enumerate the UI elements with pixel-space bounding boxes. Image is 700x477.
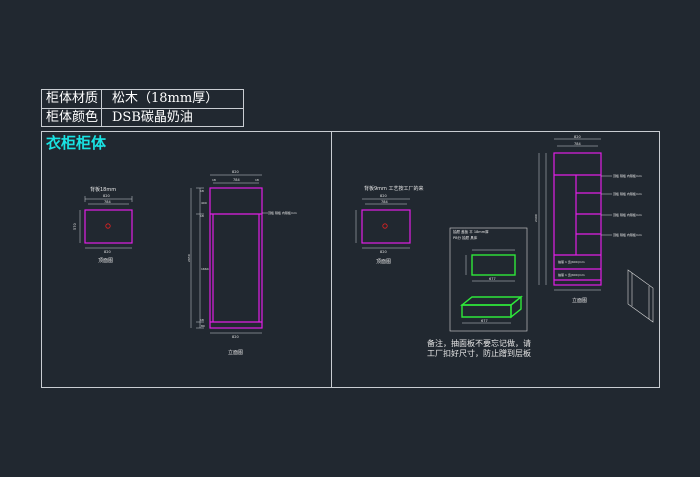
remark-line-2: 工厂扣好尺寸，防止蹭到层板 <box>427 348 531 358</box>
drawer-iso-front <box>461 304 512 318</box>
left-sec-bottom-b: 80 <box>201 324 205 328</box>
right-top-view: 背板9mm 工艺按工厂的来 820 784 820 顶面图 <box>355 185 424 265</box>
drawer-width-top: 677 <box>489 277 496 281</box>
left-side-thickness: 18 <box>212 178 216 182</box>
right-top-bottom-width: 820 <box>380 250 387 254</box>
left-front-view: 820 784 18 18 18 400 18 1664 18 80 2650 … <box>187 170 297 356</box>
right-elev-width: 820 <box>574 135 581 139</box>
center-mark-icon <box>382 223 388 229</box>
right-back-panel-note: 背板9mm 工艺按工厂的来 <box>364 185 424 192</box>
drawer-detail: 抽屉 盖板 平 18mm厚 PB分 抽屉 具体 677 677 <box>449 227 528 332</box>
spec-row-material: 柜体材质 松木（18mm厚） <box>42 90 243 109</box>
drawing-frame <box>41 131 660 388</box>
drawing-title: 衣柜柜体 <box>46 134 107 152</box>
left-shelf-note: 顶板 隔板 内隔板mm <box>268 210 297 215</box>
drawer-width-iso: 677 <box>481 319 488 323</box>
left-top-bottom-width: 820 <box>104 250 111 254</box>
drawer-detail-title: 抽屉 盖板 平 18mm厚 <box>453 229 489 234</box>
left-sec-bottom-a: 18 <box>200 318 204 322</box>
left-top-inner: 784 <box>104 200 111 204</box>
right-remark: 备注，抽面板不要忘记做，请 工厂扣好尺寸，防止蹭到层板 <box>427 338 531 358</box>
right-top-view-label: 顶面图 <box>376 259 391 265</box>
left-sec-top-a: 18 <box>200 189 204 193</box>
right-shelf-note-4: 顶板 隔板 内隔板mm <box>613 232 642 237</box>
left-elev-inner: 784 <box>233 178 240 182</box>
spec-table: 柜体材质 松木（18mm厚） 柜体颜色 DSB碳晶奶油 <box>41 89 244 127</box>
right-elev-inner: 784 <box>574 142 581 146</box>
drawer-detail-sub: PB分 抽屉 具体 <box>453 235 478 240</box>
spec-value: 松木（18mm厚） <box>112 91 219 106</box>
left-top-width: 820 <box>103 194 110 198</box>
right-shelf-note-3: 顶板 隔板 内隔板mm <box>613 212 642 217</box>
left-sec-top-c: 18 <box>200 214 204 218</box>
right-drawer-label-2: 抽屉 1 宽(600)mm <box>558 272 585 277</box>
center-mark-icon <box>105 223 111 229</box>
left-sec-top-b: 400 <box>201 201 207 205</box>
left-back-panel-note: 背板18mm <box>90 186 116 193</box>
left-top-view: 背板18mm 820 784 570 820 顶面图 <box>73 186 133 264</box>
right-front-view: 820 784 2400 顶板 隔板 内隔板mm 顶板 隔板 内隔板mm 顶板 … <box>534 135 654 323</box>
left-top-view-label: 顶面图 <box>98 258 113 264</box>
spec-row-color: 柜体颜色 DSB碳晶奶油 <box>42 109 243 127</box>
frame-divider <box>331 131 332 388</box>
right-shelf-note-2: 顶板 隔板 内隔板mm <box>613 191 642 196</box>
right-shelf-note-1: 顶板 隔板 内隔板mm <box>613 173 642 178</box>
spec-value: DSB碳晶奶油 <box>112 110 193 125</box>
left-side-thickness-right: 18 <box>255 178 259 182</box>
left-elev-width: 820 <box>232 170 239 174</box>
left-elev-height: 2650 <box>187 254 191 262</box>
left-elev-bottom-width: 820 <box>232 335 239 339</box>
spec-key: 柜体颜色 <box>42 109 102 127</box>
right-front-view-label: 立面图 <box>572 297 587 304</box>
left-sec-mid: 1664 <box>201 267 209 271</box>
spec-key: 柜体材质 <box>42 90 102 108</box>
right-drawer-label-1: 抽屉 1 宽(600)mm <box>558 259 585 264</box>
right-top-inner: 784 <box>381 200 388 204</box>
drawer-panel-iso <box>627 269 654 323</box>
drawer-iso-side <box>510 295 522 319</box>
left-front-view-label: 立面图 <box>228 349 243 356</box>
right-elev-height: 2400 <box>534 214 538 222</box>
left-top-depth: 570 <box>73 223 77 230</box>
right-top-width: 820 <box>380 194 387 198</box>
remark-line-1: 备注，抽面板不要忘记做，请 <box>427 338 531 348</box>
